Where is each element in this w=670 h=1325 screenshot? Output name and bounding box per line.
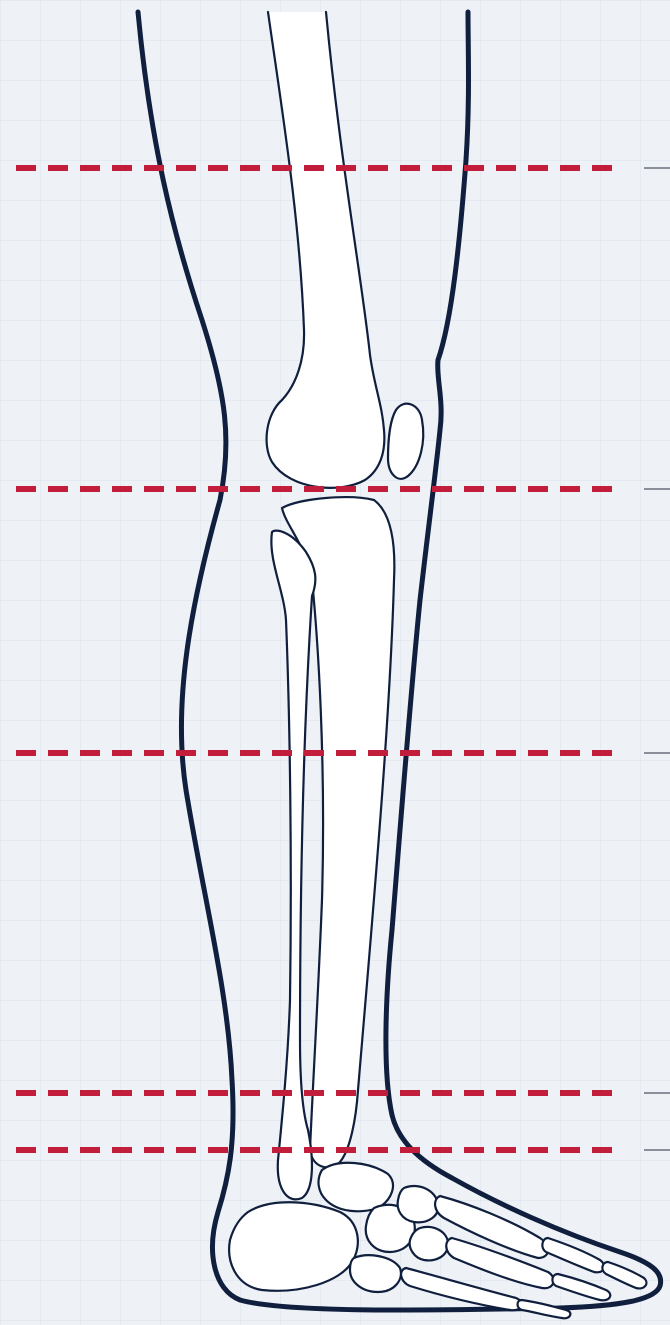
talus-bone [319,1163,393,1212]
cuneiform-bone-2 [410,1227,448,1260]
cuneiform-bone-1 [398,1186,439,1222]
cuboid-bone [350,1255,401,1292]
